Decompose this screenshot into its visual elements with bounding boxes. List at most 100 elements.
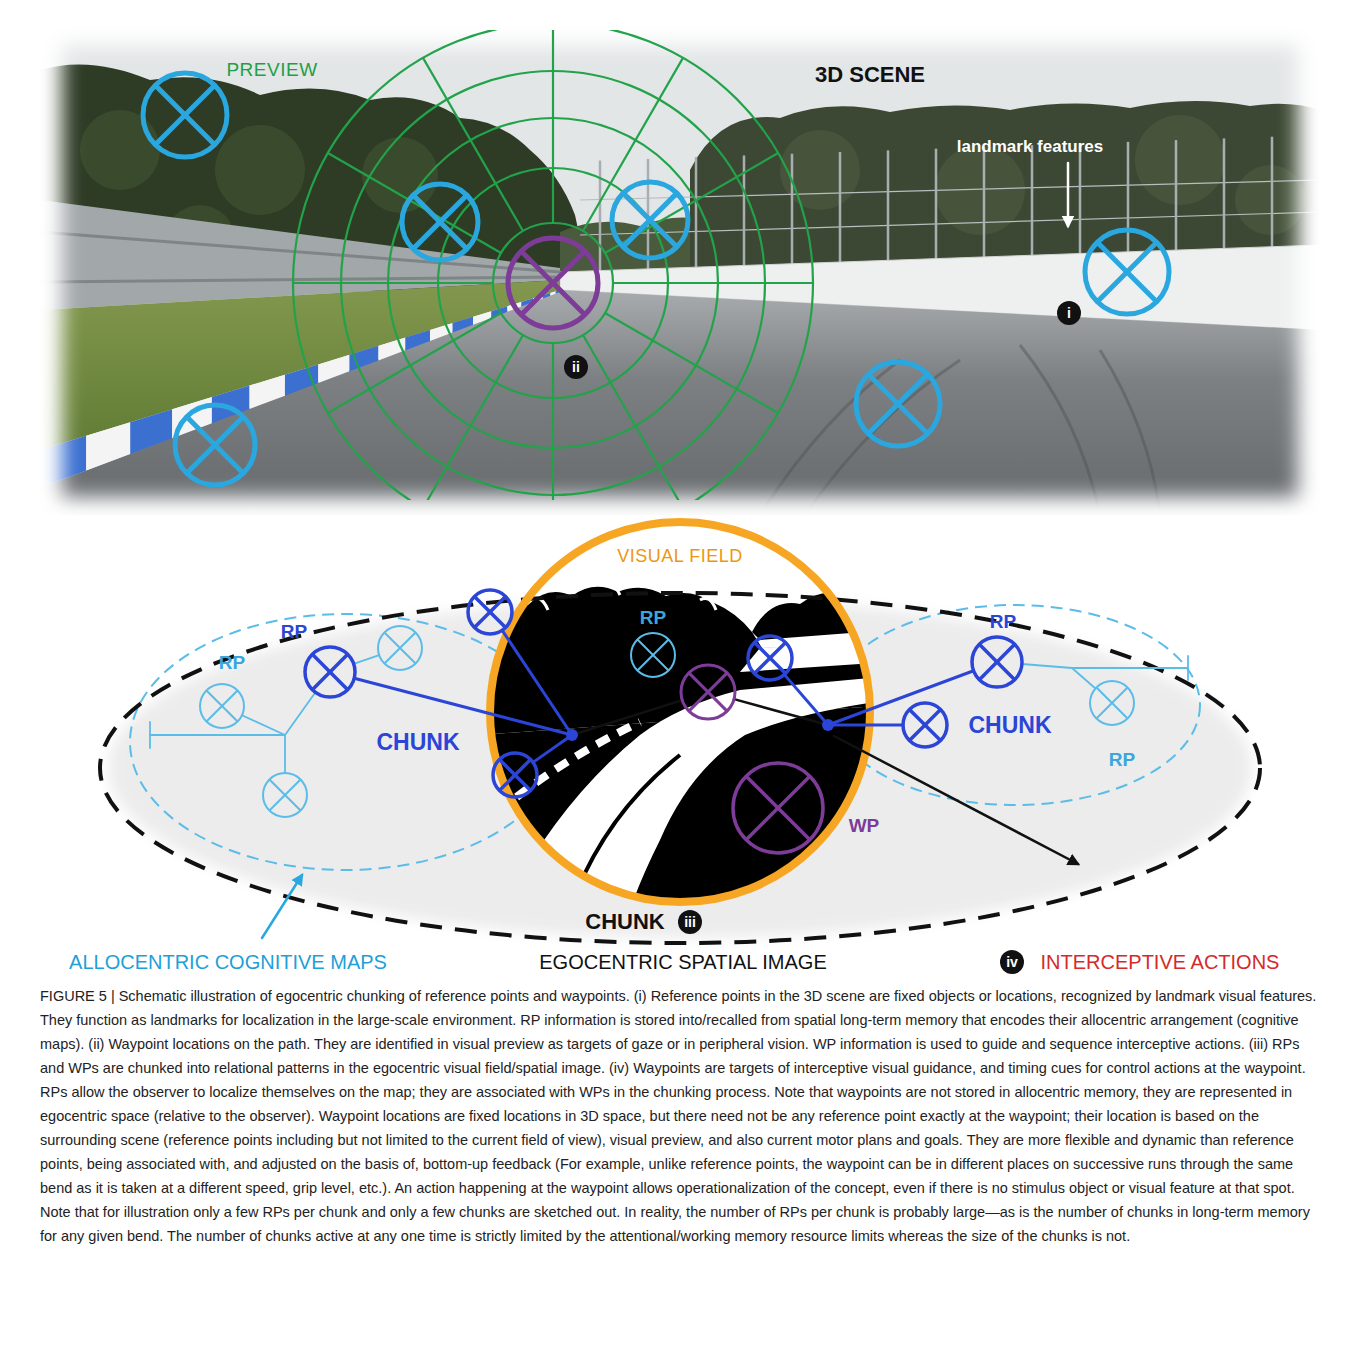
grid-ring [293,30,813,500]
map-link [1187,656,1189,680]
chunked-reference-point-cross [909,709,940,740]
callout-number: iii [678,910,702,934]
fence-post [887,150,890,260]
stored-reference-point-cross [206,690,237,721]
map-link [149,722,151,748]
figure-caption: FIGURE 5 | Schematic illustration of ego… [40,984,1322,1248]
waypoint-symbol-ring [733,763,823,853]
action-arrow [834,736,1078,864]
thresholded-view [480,522,890,910]
waypoint-symbol-cross [521,251,585,315]
reference-point-symbol-cross [413,195,467,249]
chunked-reference-point-cross [474,596,505,627]
tree-foliage [1135,115,1225,205]
preview-grid [293,30,813,500]
chunked-reference-point-cross [312,654,347,689]
point-label: RP [1109,749,1135,771]
region-title: CHUNK [585,909,664,935]
chunk-hub [566,729,578,741]
map-link [242,715,285,735]
kerb-stripe [40,436,86,488]
chunked-reference-point [305,647,355,697]
sky [40,25,1320,515]
fence-post [935,149,938,259]
fence-post [695,157,698,267]
grid-spoke [552,343,554,500]
stored-reference-point [378,626,422,670]
grid-spoke [552,30,554,223]
chunked-reference-point-ring [903,703,947,747]
fence-wire [580,180,1320,200]
stored-reference-point [200,684,244,728]
tree-foliage [362,137,438,213]
section-label: EGOCENTRIC SPATIAL IMAGE [539,951,826,974]
point-label: RP [219,652,245,674]
chunk-region: CHUNKVISUAL FIELD [98,591,1262,945]
chunk-region-outline [98,591,1262,945]
reference-point-symbol-cross [868,374,927,433]
stored-reference-point-cross [384,632,415,663]
stored-reference-point-ring [200,684,244,728]
chunked-reference-point-cross [979,644,1014,679]
stored-reference-point-ring [263,773,307,817]
label-holder: EGOCENTRIC SPATIAL IMAGE [539,951,826,974]
waypoint-symbol-cross [689,673,727,711]
stored-reference-point-cross [1096,687,1127,718]
callout-number: iv [1000,950,1024,974]
fence-wire [580,212,1320,235]
chunk-label: CHUNK [376,729,459,756]
chunk-link [533,735,572,762]
callout-number: i [1057,301,1081,325]
reference-point-symbol-cross [155,85,214,144]
waypoint-symbol [733,763,823,853]
stored-reference-point-cross [206,690,237,721]
chunked-reference-point-ring [972,637,1022,687]
chunked-reference-point-cross [754,642,785,673]
reference-point-symbol-ring [612,182,688,258]
chunked-reference-point-cross [909,709,940,740]
stored-reference-point [631,633,675,677]
reference-point-symbol [175,405,255,485]
kerb-stripe [250,375,285,409]
stored-reference-point-ring [631,633,675,677]
chunked-reference-point-cross [754,642,785,673]
chunked-reference-point [468,590,512,634]
point-label: RP [990,611,1016,633]
reference-point-symbol-ring [143,73,227,157]
label-holder: ii [564,355,588,379]
fence-post [1223,138,1226,248]
fence-post [1127,142,1130,252]
reference-point-symbol-cross [187,417,244,474]
stored-reference-point-cross [269,779,300,810]
reference-point-symbol-ring [175,405,255,485]
waypoint-link [572,700,682,735]
grid-spoke [583,335,683,500]
view-kerb [498,722,640,812]
section-label: ALLOCENTRIC COGNITIVE MAPS [69,951,387,974]
tire-mark [805,360,960,515]
point-label: WP [849,815,880,837]
chunked-reference-point-cross [312,654,347,689]
stored-reference-point-cross [269,779,300,810]
tree-foliage [1235,165,1305,235]
reference-point-symbol-cross [623,193,677,247]
chunk-link [784,675,828,725]
caption-holder: FIGURE 5 | Schematic illustration of ego… [40,984,1322,1248]
label-holder: RP [281,621,307,643]
tree-foliage [80,110,160,190]
label-holder: RP [640,607,666,629]
label-holder: iii [678,910,702,934]
map-link [284,735,286,773]
view-road [505,676,890,910]
stored-reference-point-ring [1090,681,1134,725]
chunked-reference-point-ring [468,590,512,634]
label-holder: RP [219,652,245,674]
chunk-link [828,671,974,725]
reference-point-symbol [856,362,940,446]
grid-spoke [293,282,493,284]
waypoint-symbol-cross [746,776,810,840]
grid-spoke [423,335,523,500]
label-holder: i [1057,301,1081,325]
barrier-rail [40,232,560,272]
label-holder: 3D SCENE [815,62,925,88]
